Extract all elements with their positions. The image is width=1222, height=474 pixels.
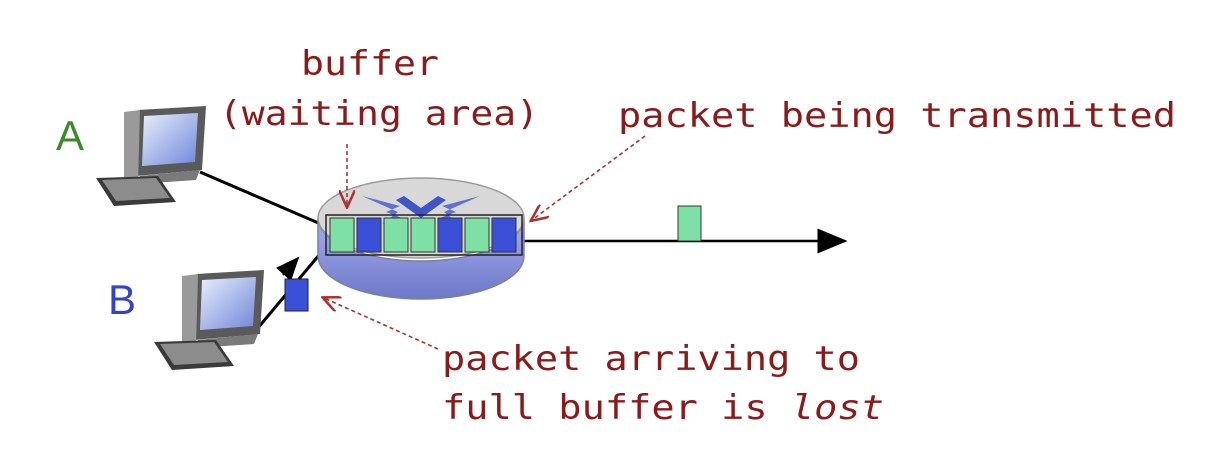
buffered-packet-green: [410, 217, 436, 253]
arrival-arrow: [275, 256, 300, 282]
link-a-to-router: [199, 170, 331, 230]
buffer-outline: [325, 214, 523, 256]
lost-packet: [284, 278, 309, 312]
buffered-packet-green: [464, 217, 490, 253]
transmitted-packet: [677, 205, 702, 242]
buffered-packet-blue: [491, 217, 517, 253]
transmitted-pointer: [532, 135, 646, 220]
buffered-packet-blue: [437, 217, 463, 253]
lost-label-line2: full buffer is lost: [442, 388, 884, 428]
transmitted-label: packet being transmitted: [618, 96, 1176, 136]
lost-label-prefix: full buffer is: [442, 388, 791, 428]
buffered-packet-green: [383, 217, 409, 253]
buffered-packet-blue: [356, 217, 382, 253]
host-b-label: B: [108, 276, 136, 323]
buffer-sublabel: (waiting area): [219, 94, 539, 134]
buffer-queue: [325, 214, 523, 256]
host-a-computer-icon: [96, 106, 206, 206]
host-b-computer-icon: [154, 270, 264, 370]
host-a-label: A: [56, 112, 84, 159]
router-arrows-icon: [362, 196, 480, 224]
buffered-packet-green: [329, 217, 355, 253]
lost-label-italic: lost: [791, 388, 884, 428]
annotation-arrows: [324, 135, 646, 350]
lost-label-line1: packet arriving to: [442, 339, 860, 379]
buffer-label: buffer: [301, 44, 439, 84]
router-center-mark: [396, 196, 446, 218]
lost-pointer: [324, 298, 439, 350]
